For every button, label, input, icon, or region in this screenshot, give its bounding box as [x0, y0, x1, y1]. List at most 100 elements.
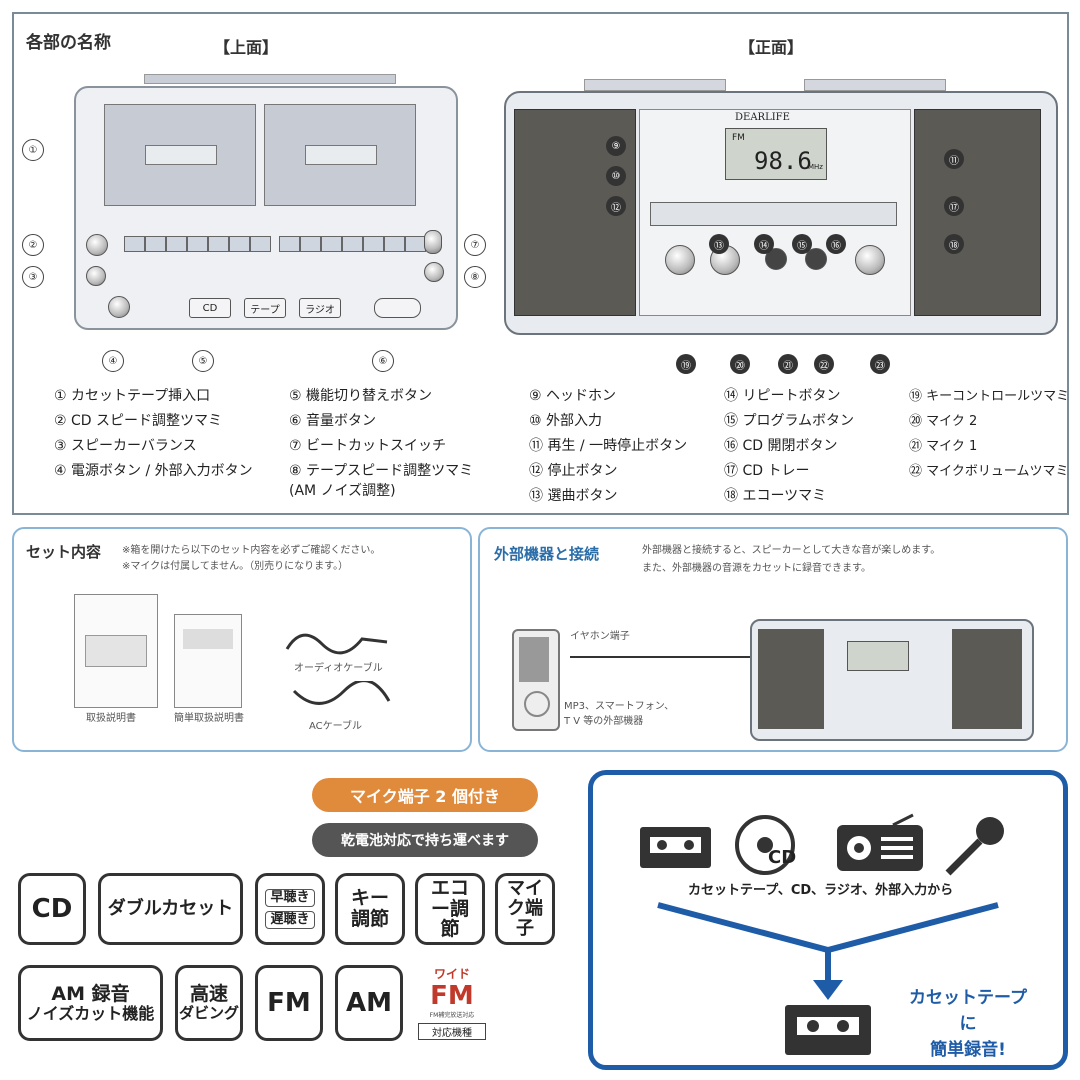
cd-icon-label: CD [768, 847, 797, 868]
result-line-2: に [959, 1014, 977, 1034]
callout-1: ① [22, 139, 44, 161]
set-note-2: ※マイクは付属してません。（別売りになります。） [122, 561, 349, 572]
callout-13: ⑬ [709, 234, 729, 254]
radio-icon [837, 813, 923, 871]
device-label-2: T V 等の外部機器 [564, 716, 644, 727]
external-panel: 外部機器と接続 外部機器と接続すると、スピーカーとして大きな音が楽しめます。 ま… [478, 527, 1068, 752]
manual-label: 取扱説明書 [86, 713, 136, 724]
wide-note: FM補完放送対応 [429, 1012, 475, 1019]
control-panel: DEARLIFE FM 98.6 MHz [639, 109, 911, 316]
ac-cable-label: ACケーブル [309, 721, 363, 732]
callout-2: ② [22, 234, 44, 256]
callout-11: ⑪ [944, 149, 964, 169]
callout-7: ⑦ [464, 234, 486, 256]
external-title: 外部機器と接続 [494, 545, 600, 563]
external-desc-2: また、外部機器の音源をカセットに録音できます。 [642, 563, 871, 574]
mic-badge: マイク端子 2 個付き [312, 778, 538, 812]
cassette-door-left [104, 104, 256, 206]
front-view-label: 【正面】 [739, 38, 804, 57]
callout-18: ⑱ [944, 234, 964, 254]
top-view-drawing: CD テープ ラジオ [74, 74, 464, 354]
flow-arrow [657, 902, 999, 1000]
lcd-band: FM [732, 133, 745, 143]
cd-speed-knob[interactable] [86, 234, 108, 256]
callout-22: ㉒ [814, 354, 834, 374]
feature-speed: 早聴き 遅聴き [255, 873, 325, 945]
tape-speed-knob[interactable] [424, 262, 444, 282]
feature-am-rec: AM 録音 ノイズカット機能 [18, 965, 163, 1041]
power-button[interactable] [108, 296, 130, 318]
callout-6: ⑥ [372, 350, 394, 372]
callout-10: ⑩ [606, 166, 626, 186]
wide-fm-label: FM [430, 981, 474, 1011]
lcd-frequency: 98.6 [754, 147, 812, 175]
audio-cable-label: オーディオケーブル [294, 663, 383, 674]
key-control-knob-front[interactable] [665, 245, 695, 275]
tape-keys-right [279, 236, 426, 252]
callout-21: ㉑ [778, 354, 798, 374]
speaker-right [914, 109, 1041, 316]
feature-cd: CD [18, 873, 86, 945]
callout-17: ⑰ [944, 196, 964, 216]
result-line-1: カセットテープ [909, 988, 1027, 1008]
callout-3: ③ [22, 266, 44, 288]
cd-tray[interactable] [650, 202, 897, 226]
quick-manual-image [174, 614, 242, 708]
mic-volume-knob[interactable] [855, 245, 885, 275]
feature-echo: エコー調節 [415, 873, 485, 945]
cassette-icon [640, 827, 711, 868]
cd-button[interactable]: CD [189, 298, 231, 318]
speaker-balance-knob[interactable] [86, 266, 106, 286]
cd-icon [735, 815, 795, 875]
feature-mic: マイク端子 [495, 873, 555, 945]
fast-label: 早聴き [265, 888, 315, 907]
parts-title: 各部の名称 [26, 33, 111, 53]
high-speed-label: 高速 [189, 983, 228, 1006]
callout-14: ⑭ [754, 234, 774, 254]
lcd-display: FM 98.6 MHz [725, 128, 827, 180]
ac-cable-image [292, 681, 391, 705]
quick-manual-label: 簡単取扱説明書 [174, 713, 244, 724]
front-view-drawing: DEARLIFE FM 98.6 MHz [504, 79, 1058, 339]
feature-double-cassette: ダブルカセット [98, 873, 243, 945]
recording-panel: CD カセットテープ、CD、ラジオ、外部入力から カセットテープ に 簡単録音! [588, 770, 1068, 1070]
volume-button[interactable] [374, 298, 421, 318]
feature-am: AM [335, 965, 403, 1041]
battery-badge: 乾電池対応で持ち運べます [312, 823, 538, 857]
set-contents-panel: セット内容 ※箱を開けたら以下のセット内容を必ずご確認ください。 ※マイクは付属… [12, 527, 472, 752]
set-contents-title: セット内容 [26, 543, 102, 561]
dubbing-label: ダビング [178, 1004, 239, 1023]
recording-result: カセットテープ に 簡単録音! [888, 985, 1048, 1063]
external-desc-1: 外部機器と接続すると、スピーカーとして大きな音が楽しめます。 [642, 545, 941, 556]
callout-20: ⑳ [730, 354, 750, 374]
result-line-3: 簡単録音! [930, 1040, 1006, 1060]
device-label-1: MP3、スマートフォン、 [564, 701, 675, 712]
lcd-unit: MHz [808, 163, 823, 171]
tape-button[interactable]: テープ [244, 298, 286, 318]
tape-keys-left [124, 236, 271, 252]
callout-12: ⑫ [606, 196, 626, 216]
feature-dubbing: 高速 ダビング [175, 965, 243, 1041]
top-view-label: 【上面】 [214, 38, 279, 57]
handle [144, 74, 396, 84]
am-rec-label: AM 録音 [51, 982, 130, 1005]
parts-panel: 各部の名称 【上面】 【正面】 CD テープ ラジオ ① ② ③ ④ ⑤ ⑥ ⑦… [12, 12, 1069, 515]
mic1-jack[interactable] [805, 248, 827, 270]
sources-label: カセットテープ、CD、ラジオ、外部入力から [688, 883, 954, 898]
compatible-label: 対応機種 [418, 1023, 486, 1040]
wide-label: ワイド [433, 967, 470, 981]
feature-fm: FM [255, 965, 323, 1041]
beat-cut-switch[interactable] [424, 230, 442, 254]
cassette-door-right [264, 104, 416, 206]
set-note-1: ※箱を開けたら以下のセット内容を必ずご確認ください。 [122, 545, 381, 556]
callout-15: ⑮ [792, 234, 812, 254]
microphone-icon [945, 817, 1004, 876]
slow-label: 遅聴き [265, 911, 315, 930]
brand-label: DEARLIFE [735, 112, 790, 123]
mic2-jack[interactable] [765, 248, 787, 270]
radio-button[interactable]: ラジオ [299, 298, 341, 318]
